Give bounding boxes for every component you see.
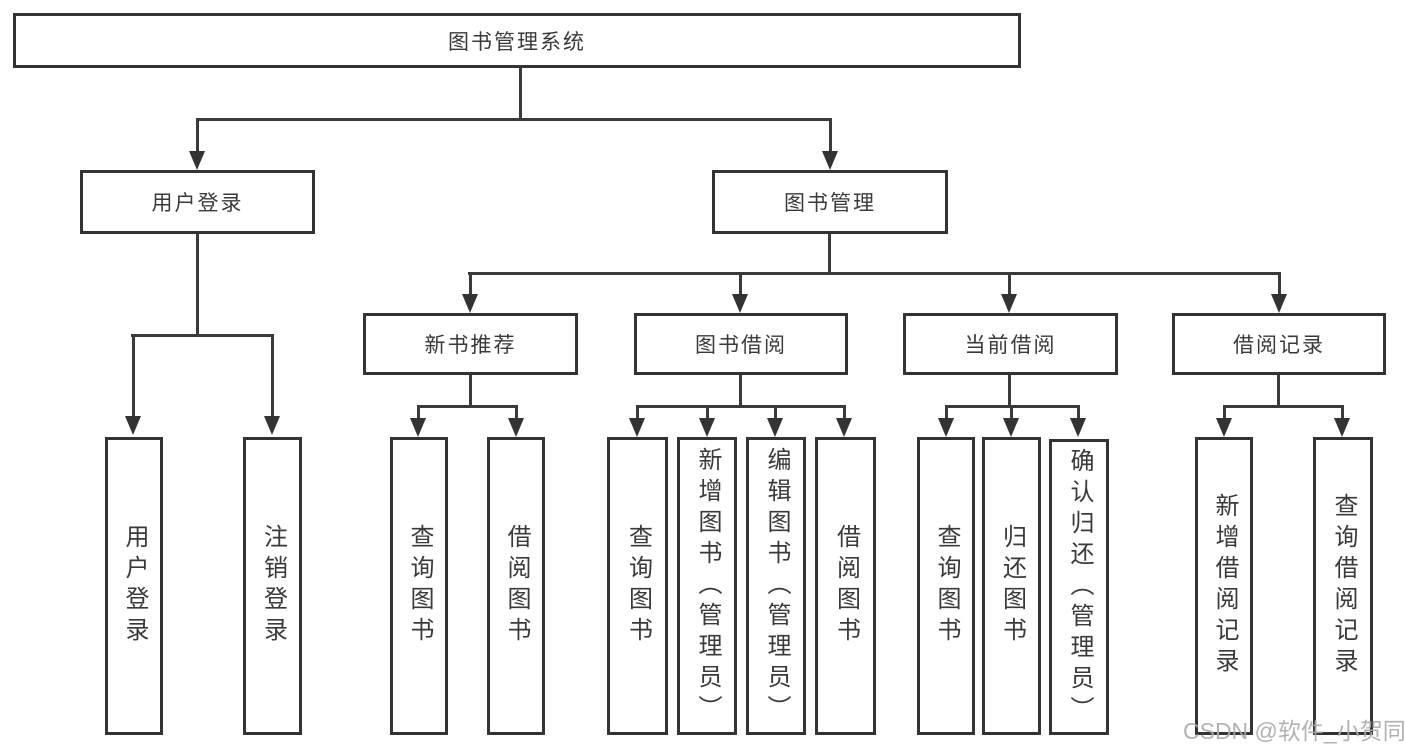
connector-line [196,234,199,337]
arrow-down-icon [1334,418,1350,437]
node-book-management-label: 图书管理 [784,192,876,215]
leaf-borrow-books: 借阅图书 [815,437,876,735]
leaf-query-borrow-record: 查询借阅记录 [1313,437,1373,735]
connector-line [1008,375,1011,408]
arrow-down-icon [1271,294,1287,313]
connector-line [469,272,472,296]
arrow-down-icon [938,418,954,437]
connector-line [515,405,518,420]
arrow-down-icon [508,418,524,437]
arrow-down-icon [1070,418,1086,437]
connector-line [843,405,846,420]
leaf-confirm-return-admin: 确认归还（管理员） [1049,439,1109,735]
node-current-borrowing: 当前借阅 [903,313,1118,375]
connector-line [739,272,742,296]
connector-line [828,234,831,275]
connector-line [774,405,777,420]
connector-line [1008,272,1011,296]
node-user-login-label: 用户登录 [151,192,244,215]
leaf-query-books-borrowing-label: 查询图书 [624,524,652,648]
node-new-book-recommend-label: 新书推荐 [424,334,517,357]
node-borrowing-records-label: 借阅记录 [1233,334,1325,357]
arrow-down-icon [732,294,748,313]
node-borrowing-records: 借阅记录 [1172,313,1386,375]
leaf-edit-books-admin: 编辑图书（管理员） [746,437,806,735]
leaf-query-books-current: 查询图书 [917,437,975,735]
connector-line [1010,405,1013,420]
leaf-add-borrow-record: 新增借阅记录 [1195,437,1253,735]
csdn-watermark: CSDN @软件_小贺同学 [1183,718,1405,744]
connector-line [1278,272,1281,296]
arrow-down-icon [462,294,478,313]
connector-line [706,405,709,420]
connector-line [945,405,948,420]
connector-line [196,118,832,121]
leaf-edit-books-admin-label: 编辑图书（管理员） [763,446,790,726]
arrow-down-icon [1003,418,1019,437]
leaf-logout-login: 注销登录 [243,437,302,735]
connector-line [271,334,274,417]
connector-line [417,405,420,420]
node-book-borrowing-label: 图书借阅 [695,334,787,357]
connector-line [131,334,274,337]
node-root-label: 图书管理系统 [448,30,586,54]
arrow-down-icon [125,416,141,435]
arrow-down-icon [264,416,280,435]
arrow-down-icon [1001,294,1017,313]
node-book-management: 图书管理 [712,170,948,234]
leaf-query-books-current-label: 查询图书 [933,524,960,648]
node-new-book-recommend: 新书推荐 [363,313,578,375]
arrow-down-icon [189,151,205,170]
leaf-add-borrow-record-label: 新增借阅记录 [1211,493,1238,679]
arrow-down-icon [822,151,838,170]
node-book-borrowing: 图书借阅 [634,313,848,375]
connector-line [469,375,472,408]
connector-line [196,118,199,154]
leaf-borrow-books-recommend: 借阅图书 [487,437,545,735]
connector-line [132,334,135,417]
leaf-query-books-borrowing: 查询图书 [607,437,668,735]
leaf-query-books-recommend: 查询图书 [390,437,448,735]
arrow-down-icon [836,418,852,437]
connector-line [739,375,742,408]
arrow-down-icon [699,418,715,437]
connector-line [636,405,639,420]
leaf-add-books-admin: 新增图书（管理员） [677,437,737,735]
arrow-down-icon [1216,418,1232,437]
leaf-user-login: 用户登录 [105,437,163,735]
arrow-down-icon [410,418,426,437]
leaf-return-books-label: 归还图书 [998,524,1026,648]
connector-line [1223,405,1226,420]
leaf-query-books-recommend-label: 查询图书 [406,524,433,648]
connector-line [468,272,1281,275]
node-current-borrowing-label: 当前借阅 [964,334,1057,357]
leaf-borrow-books-recommend-label: 借阅图书 [503,524,530,648]
connector-line [519,68,522,120]
leaf-confirm-return-admin-label: 确认归还（管理员） [1066,447,1093,727]
connector-line [636,405,846,408]
arrow-down-icon [629,418,645,437]
leaf-logout-login-label: 注销登录 [259,524,287,648]
leaf-query-borrow-record-label: 查询借阅记录 [1330,493,1357,679]
node-root: 图书管理系统 [13,13,1021,68]
leaf-user-login-label: 用户登录 [121,524,148,648]
connector-line [1077,405,1080,420]
leaf-add-books-admin-label: 新增图书（管理员） [694,446,721,726]
connector-line [1223,405,1344,408]
leaf-return-books: 归还图书 [982,437,1041,735]
node-user-login: 用户登录 [80,170,315,234]
connector-line [417,405,518,408]
connector-line [1341,405,1344,420]
leaf-borrow-books-label: 借阅图书 [832,524,860,648]
connector-line [1277,375,1280,408]
arrow-down-icon [767,418,783,437]
connector-line [829,118,832,154]
